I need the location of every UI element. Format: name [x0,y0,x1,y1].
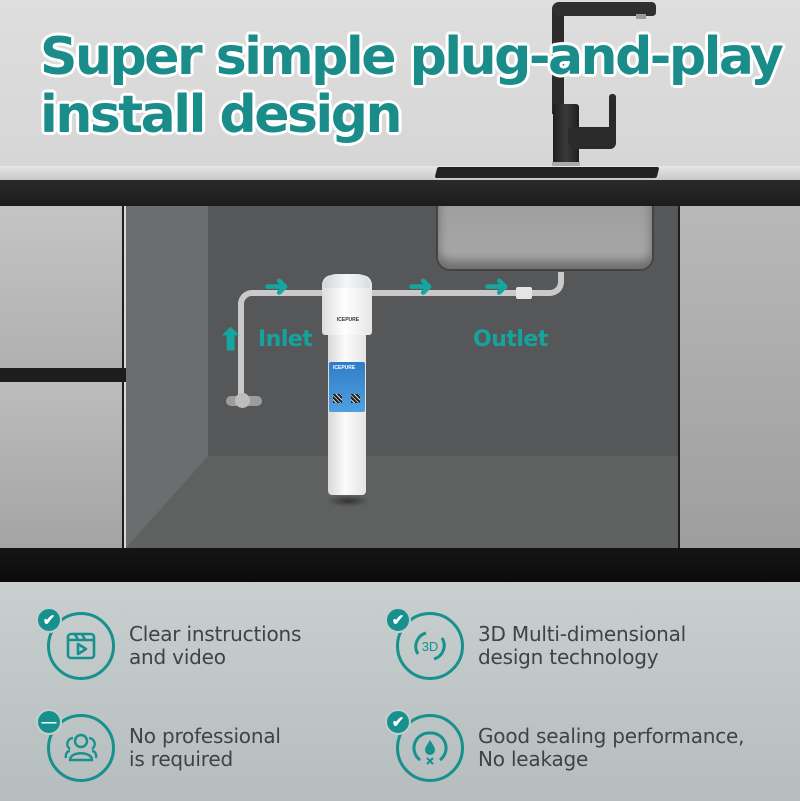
kitchen-wall [0,0,800,168]
no-leak-drop-icon: ✔ [385,709,464,782]
arrow-right-icon: ➜ [408,270,434,303]
cabinet-plinth [0,548,800,582]
feature-3d-design: 3D ✔ 3D Multi-dimensional design technol… [385,607,687,680]
inlet-pipe-horizontal [256,290,326,296]
filter-brand-text: ICEPURE [336,317,360,323]
faucet-neck [552,4,564,114]
feature-no-professional: — No professional is required [36,709,281,782]
faucet-base-ring [552,162,580,166]
outlet-pipe-bend [536,272,564,296]
inlet-pipe-bend [238,290,262,314]
feature-text: 3D Multi-dimensional design technology [478,622,687,669]
cabinet-divider [0,368,126,382]
3d-rotate-icon: 3D ✔ [385,607,464,680]
features-panel: ✔ Clear instructions and video 3D ✔ 3 [0,582,800,801]
filter-cartridge [328,335,366,495]
cabinet-interior [126,206,678,548]
faucet-spout [552,2,656,16]
countertop-edge [0,180,800,206]
check-badge-icon: ✔ [385,607,411,633]
video-clapper-icon: ✔ [36,607,115,680]
feature-instructions: ✔ Clear instructions and video [36,607,302,680]
inlet-label: Inlet [258,327,313,352]
feature-text: No professional is required [129,724,281,771]
inlet-pipe-vertical [238,300,244,402]
faucet-handle [568,127,616,149]
filter-label: ICEPURE [329,362,365,412]
cabinet-door-left-top [0,206,124,368]
check-badge-icon: ✔ [385,709,411,735]
pipe-coupler [516,287,532,299]
arrow-right-icon: ➜ [484,270,510,303]
people-icon: — [36,709,115,782]
feature-text: Clear instructions and video [129,622,302,669]
qr-code-icon [333,394,342,403]
feature-text: Good sealing performance, No leakage [478,724,745,771]
valve-knob [235,393,250,408]
qr-code-icon [351,394,360,403]
outlet-label: Outlet [473,327,548,352]
filter-label-brand: ICEPURE [333,365,356,371]
headline-line-2: install design [40,85,403,145]
feature-no-leakage: ✔ Good sealing performance, No leakage [385,709,745,782]
cabinet-door-right [678,206,800,548]
arrow-up-icon: ⬆ [218,324,244,357]
filter-cap [324,274,370,288]
arrow-right-icon: ➜ [264,270,290,303]
headline-line-1: Super simple plug-and-play [40,27,784,87]
check-badge-icon: ✔ [36,607,62,633]
outlet-pipe-horizontal [372,290,542,296]
cabinet-door-left-bottom [0,382,124,548]
minus-badge-icon: — [36,709,62,735]
sink-basin [436,206,654,271]
cabinet-floor [126,456,678,548]
svg-text:3D: 3D [422,639,439,654]
faucet-lever [609,94,616,134]
filter-shadow [326,495,370,507]
sink-rim [434,167,660,178]
countertop [0,166,800,180]
faucet-tip [636,14,646,19]
headline: Super simple plug-and-play install desig… [40,27,784,145]
